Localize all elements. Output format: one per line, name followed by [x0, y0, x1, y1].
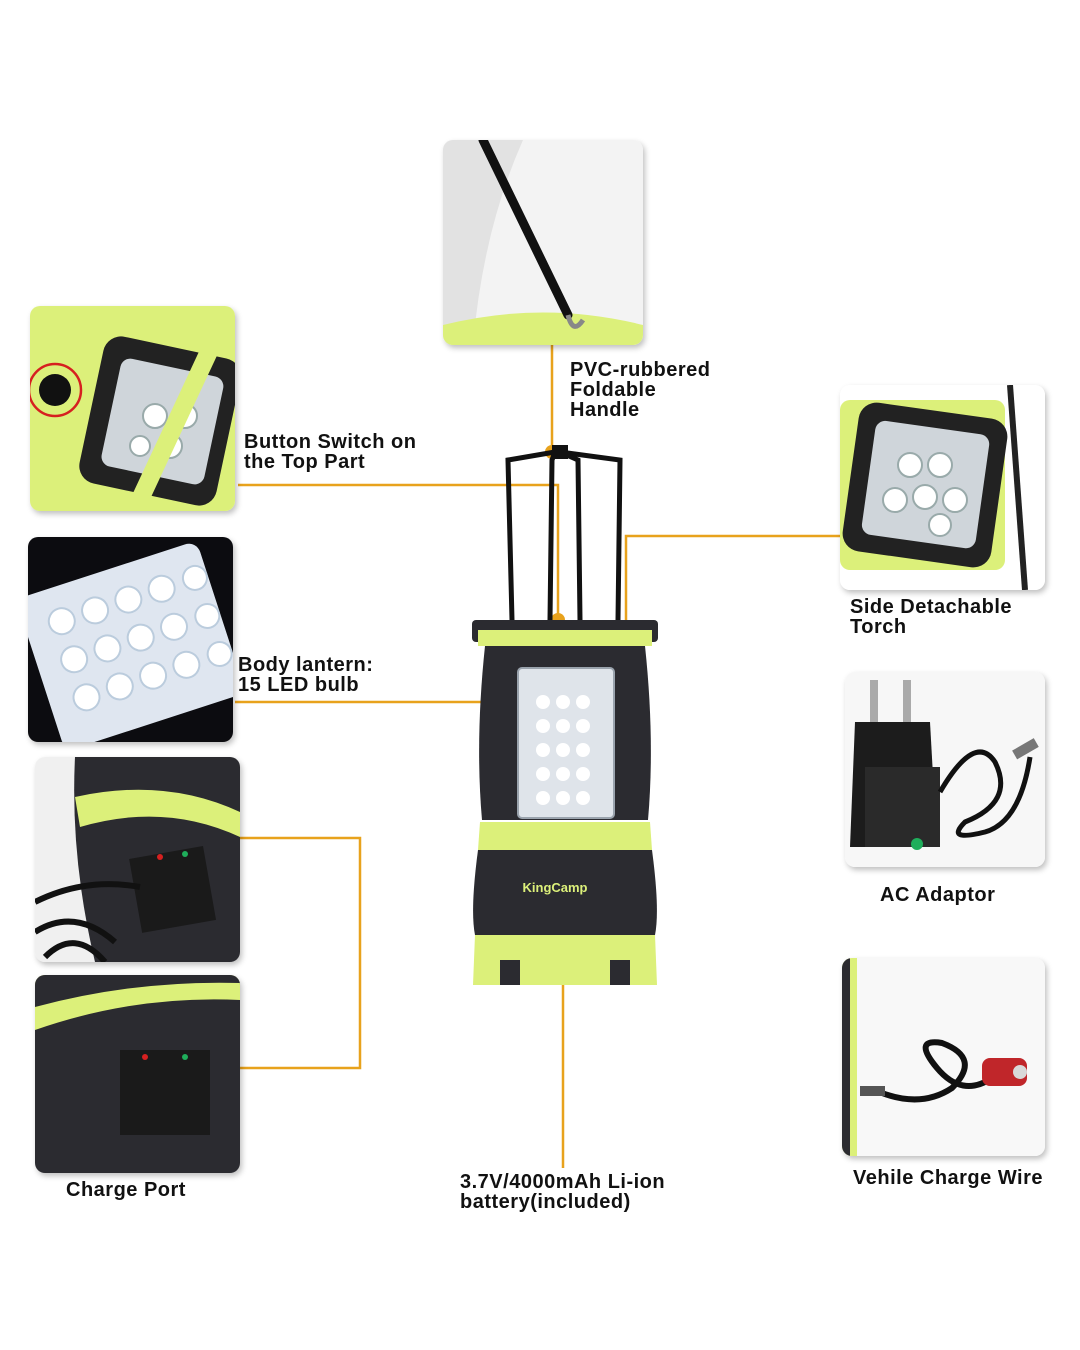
tile-side-torch-photo	[840, 385, 1045, 590]
tile-ac-adaptor-photo	[845, 672, 1045, 867]
label-handle: PVC-rubbered Foldable Handle	[570, 359, 711, 421]
lantern-handle-wire	[505, 449, 558, 623]
connector-side-torch	[624, 534, 840, 628]
label-battery: 3.7V/4000mAh Li-ion battery(included)	[460, 1171, 666, 1213]
connector-charge-port	[240, 836, 362, 1070]
lantern-handle-wire	[557, 449, 623, 623]
highlight-ring	[30, 362, 83, 418]
tile-charge-port-photo-1	[35, 757, 240, 962]
label-button-switch: Button Switch on the Top Part	[244, 431, 417, 473]
label-side-torch: Side Detachable Torch	[850, 596, 1013, 638]
connector-button-switch	[238, 483, 560, 615]
brand-logo: KingCamp	[523, 880, 588, 895]
tile-handle-photo	[443, 140, 643, 345]
label-vehicle-wire: Vehile Charge Wire	[853, 1167, 1043, 1189]
label-body-lantern: Body lantern: 15 LED bulb	[238, 654, 374, 696]
tile-charge-port-photo-2	[35, 975, 240, 1173]
label-ac-adaptor: AC Adaptor	[880, 884, 996, 906]
label-charge-port: Charge Port	[66, 1179, 186, 1201]
tile-button-switch-photo	[30, 306, 235, 511]
tile-body-lantern-photo	[28, 537, 233, 742]
lantern-product: KingCamp	[472, 445, 658, 985]
tile-vehicle-wire-photo	[842, 958, 1045, 1156]
